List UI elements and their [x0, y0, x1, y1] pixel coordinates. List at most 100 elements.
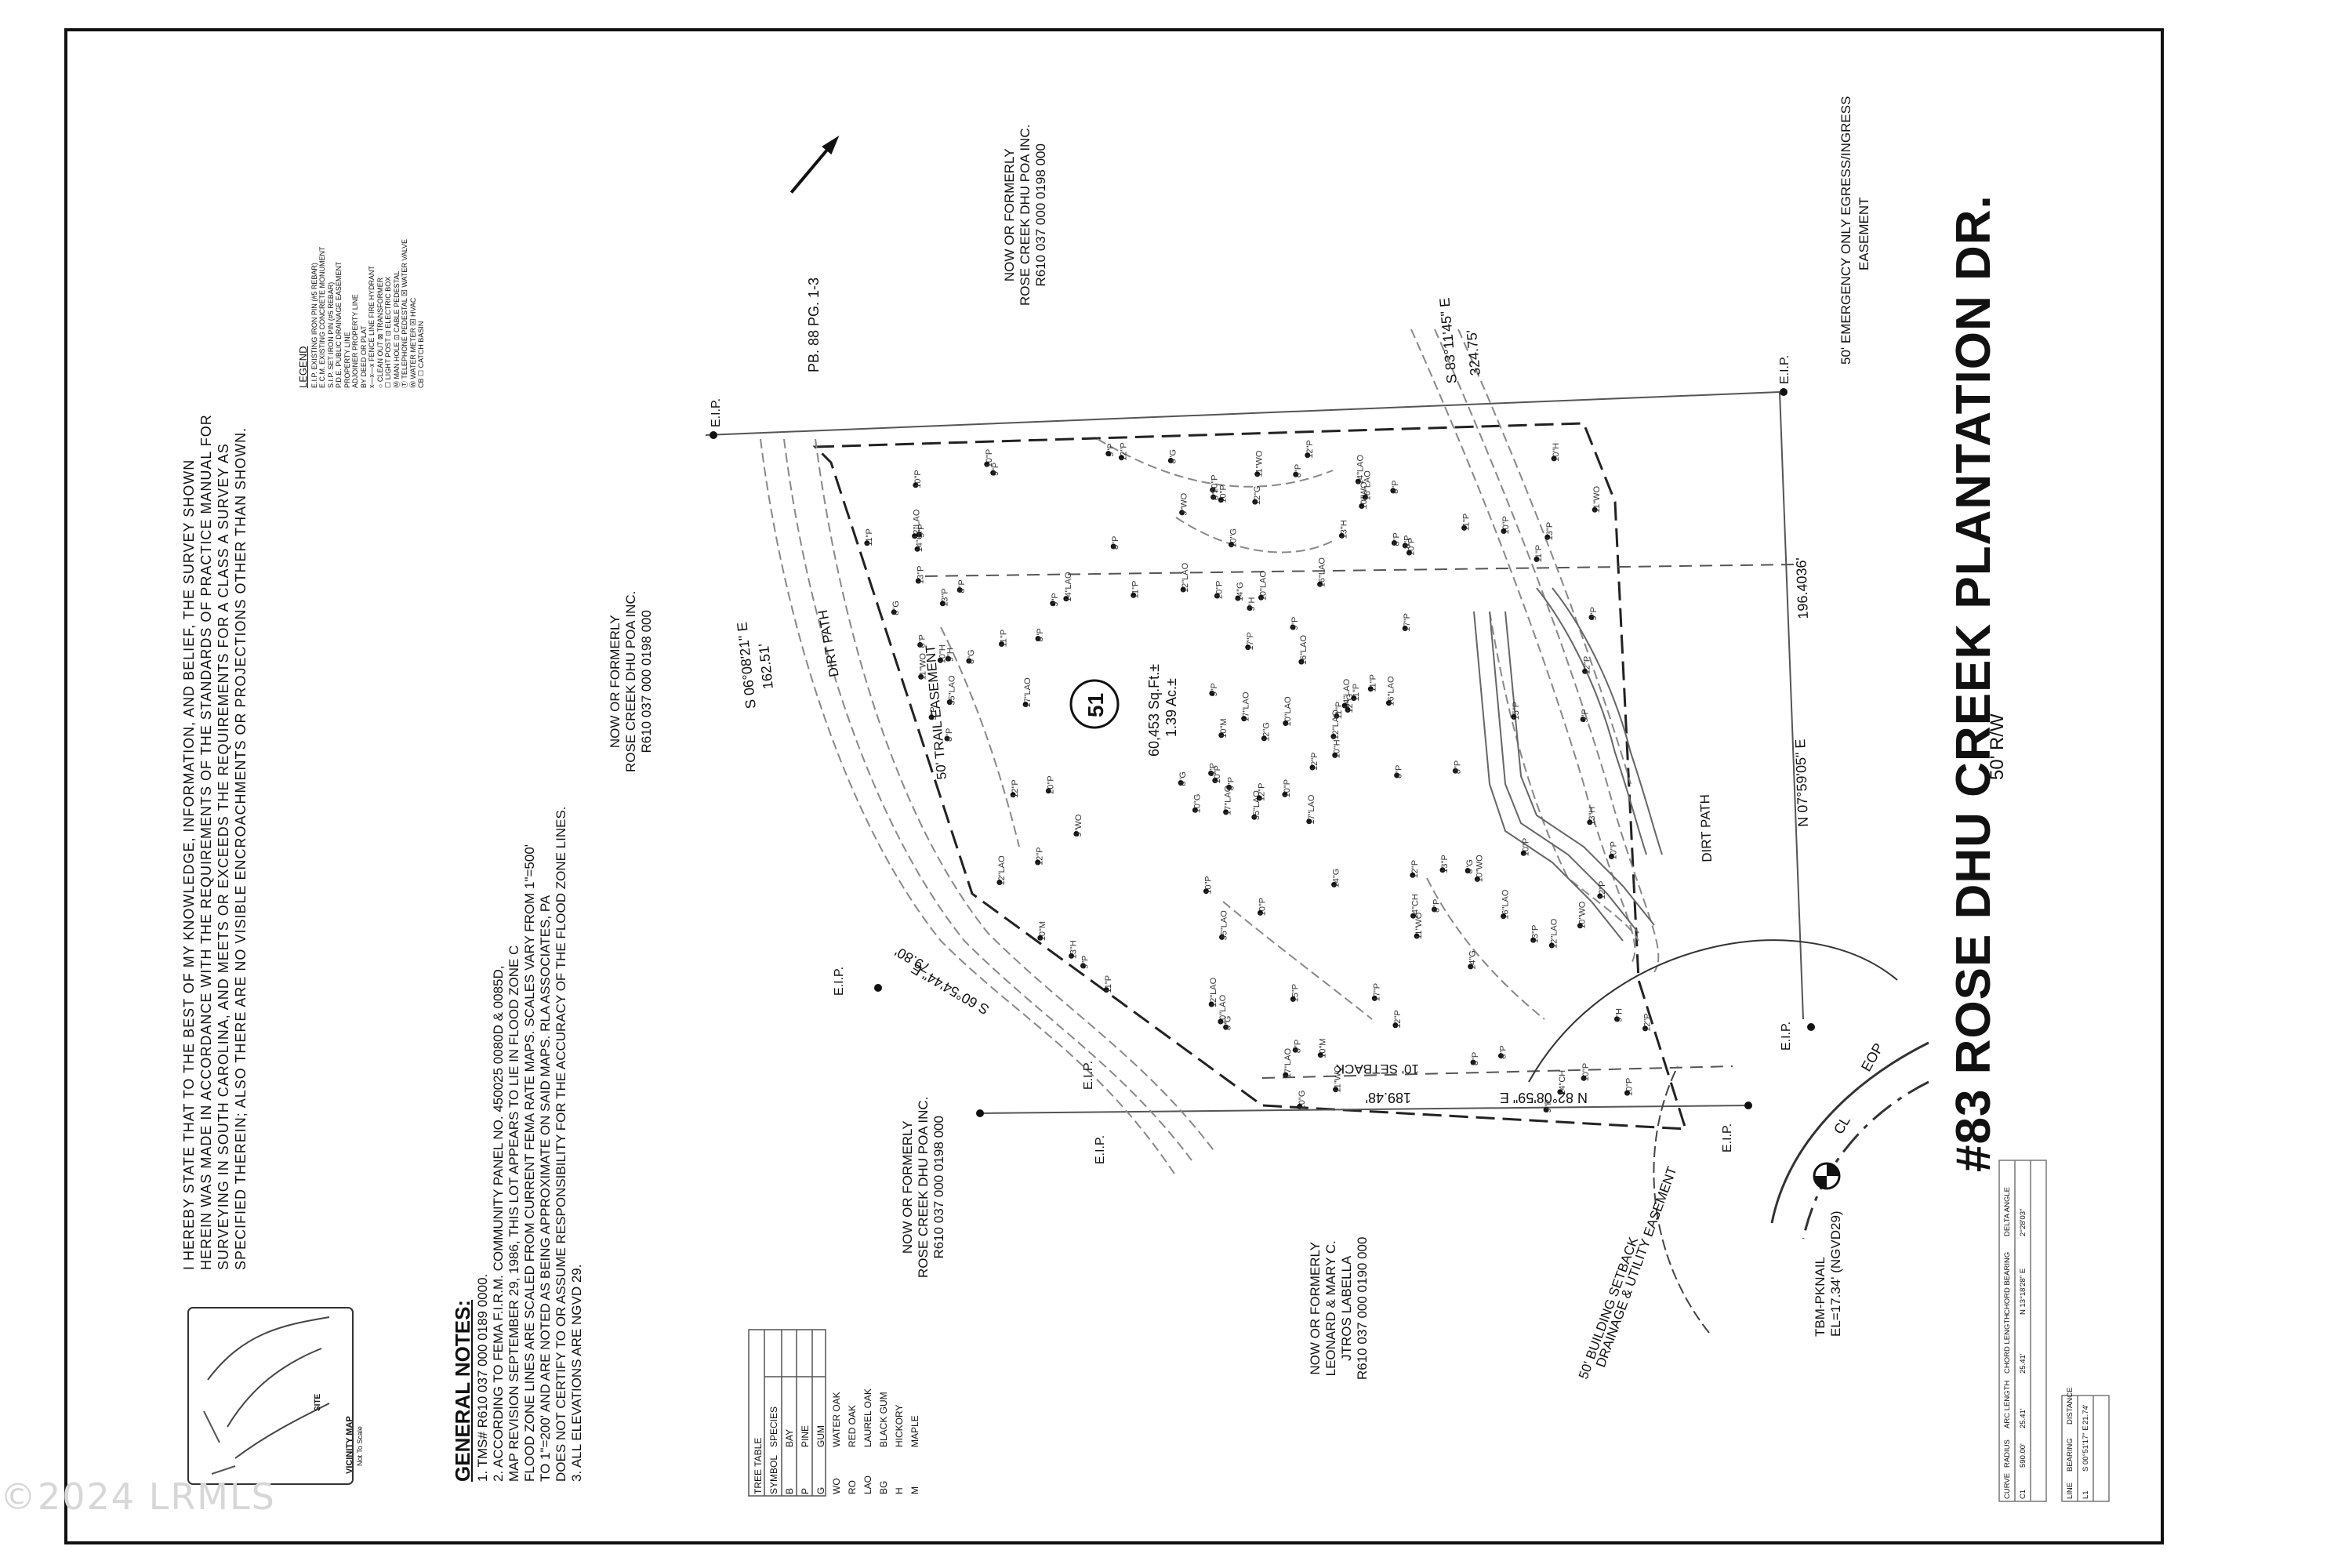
pin-label: E.I.P.	[1721, 1123, 1734, 1152]
tree-point	[1331, 881, 1338, 887]
tree-point	[984, 461, 990, 467]
legend-line: Ⓦ WATER METER ⊠ HVAC	[408, 297, 417, 388]
adjoiner-north: NOW OR FORMERLY ROSE CREEK DHU POA INC. …	[1002, 125, 1049, 306]
tree-label: 10"LAO	[1218, 994, 1228, 1025]
tree-point	[1105, 451, 1112, 457]
legend-line: ☐ LIGHT POST ⊡ ELECTRIC BOX	[384, 276, 392, 388]
table-cell: 25.41'	[2019, 1408, 2027, 1428]
tree-point	[918, 673, 924, 680]
tree-label: 10"P	[1501, 516, 1511, 534]
note-line: DOES NOT CERTIFY TO OR ASSUME RESPONSIBI…	[554, 806, 568, 1482]
tree-point	[1355, 478, 1361, 485]
tree-point	[1035, 859, 1041, 866]
tree-label: 9"WO	[1180, 492, 1189, 515]
tree-label: 8"P	[957, 579, 967, 593]
legend: LEGEND E.I.P. EXISTING IRON PIN (#5 REBA…	[297, 239, 426, 388]
tree-label: 13"P	[1440, 855, 1450, 873]
vicinity-map-subtitle: Not To Scale	[356, 1426, 364, 1466]
tree-label: 10"H	[1333, 739, 1342, 758]
tree-label: 8"P	[1227, 777, 1236, 790]
table-cell: RADIUS	[2003, 1439, 2012, 1468]
tree-point	[1179, 510, 1185, 516]
tree-point	[1390, 488, 1396, 494]
tree-point	[1609, 854, 1614, 859]
tree-table-row: M MAPLE	[907, 1388, 923, 1494]
tree-point	[1461, 524, 1468, 531]
tree-symbol: SYMBOL	[768, 1454, 779, 1494]
tree-point	[1212, 778, 1218, 783]
adjoiner-line: R610 037 000 0198 000	[931, 1116, 946, 1259]
tree-label: 8"P	[1392, 532, 1401, 546]
tree-point	[956, 587, 963, 593]
tree-label: 14"CH	[1411, 894, 1421, 919]
tree-label: 11"P	[1352, 684, 1361, 702]
tree-label: 10"M	[1038, 921, 1047, 941]
table-cell: BEARING	[2066, 1438, 2074, 1472]
tree-point	[944, 735, 950, 742]
tree-label: 9"P	[1051, 593, 1060, 606]
tree-point	[1520, 850, 1526, 856]
tree-point	[1317, 581, 1323, 587]
tree-label: 10"G	[1192, 794, 1202, 814]
tree-label: 8"P	[1432, 899, 1442, 913]
tree-point	[1251, 814, 1258, 820]
lot-number-circle	[1069, 679, 1120, 729]
tree-label: 14"LAO	[1356, 455, 1365, 485]
tree-label: 12"G	[1261, 722, 1271, 742]
tree-point	[1465, 868, 1471, 874]
tree-label: 9"H	[1247, 597, 1257, 611]
tree-point	[1624, 1090, 1630, 1096]
tree-label: 10"M	[1219, 718, 1229, 738]
tree-point	[1367, 686, 1374, 692]
tree-label: 8"G	[1465, 859, 1475, 874]
tree-label: 16"LAO	[1299, 635, 1308, 666]
note-line: MAP REVISION SEPTEMBER 29, 1986, THIS LO…	[506, 945, 521, 1482]
tree-label: 14"LAO	[1064, 572, 1073, 602]
tree-point	[1317, 1052, 1323, 1058]
tree-label: 20"P	[1210, 474, 1220, 492]
legend-heading: LEGEND	[297, 346, 309, 388]
tree-point	[990, 470, 996, 476]
tree-species: BAY	[784, 1428, 795, 1447]
tree-point	[1293, 471, 1299, 477]
tree-label: 10"P	[1213, 765, 1222, 783]
tree-point	[1131, 592, 1137, 598]
tree-label: 9"P	[991, 463, 1000, 476]
tree-point	[1306, 818, 1312, 825]
tree-label: 12"P	[1119, 442, 1128, 460]
vicinity-map	[187, 1307, 354, 1485]
tree-label: 10"P	[1521, 838, 1530, 856]
tree-symbol: G	[815, 1486, 826, 1494]
tree-label: 13"H	[1339, 520, 1348, 539]
tree-point	[1192, 807, 1198, 813]
tree-label: 9"P	[1290, 617, 1300, 630]
tree-point	[1439, 867, 1446, 873]
tree-point	[1498, 1053, 1504, 1059]
tree-point	[1258, 594, 1264, 601]
tree-label: 10"P	[1203, 876, 1213, 894]
tree-species: MAPLE	[909, 1415, 920, 1447]
note-line: 3. ALL ELEVATIONS ARE NGVD 29.	[569, 1264, 584, 1482]
legend-line: E.C.M. EXISTING CONCRETE MONUMENT	[318, 246, 326, 388]
tree-point	[1063, 596, 1069, 602]
lot-area-sqft: 60,453 Sq.Ft.±	[1146, 664, 1162, 757]
tree-label: 8"G	[1178, 771, 1188, 786]
tree-label: 17"LAO	[1242, 691, 1251, 722]
legend-line: PROPERTY LINE	[343, 332, 351, 388]
tree-point	[1580, 717, 1586, 722]
tree-label: 13"P	[1531, 925, 1541, 943]
table-cell: L1	[2082, 1490, 2090, 1499]
tree-label: 14"CH	[1558, 1070, 1567, 1095]
tree-symbol: M	[909, 1486, 920, 1494]
tree-label: 9"WO	[1074, 814, 1083, 837]
tree-point	[1359, 503, 1365, 509]
tree-point	[996, 880, 1003, 885]
tree-label: 13"P	[916, 566, 925, 584]
tree-point	[1010, 792, 1016, 798]
tree-label: 8"P	[1499, 1045, 1508, 1058]
